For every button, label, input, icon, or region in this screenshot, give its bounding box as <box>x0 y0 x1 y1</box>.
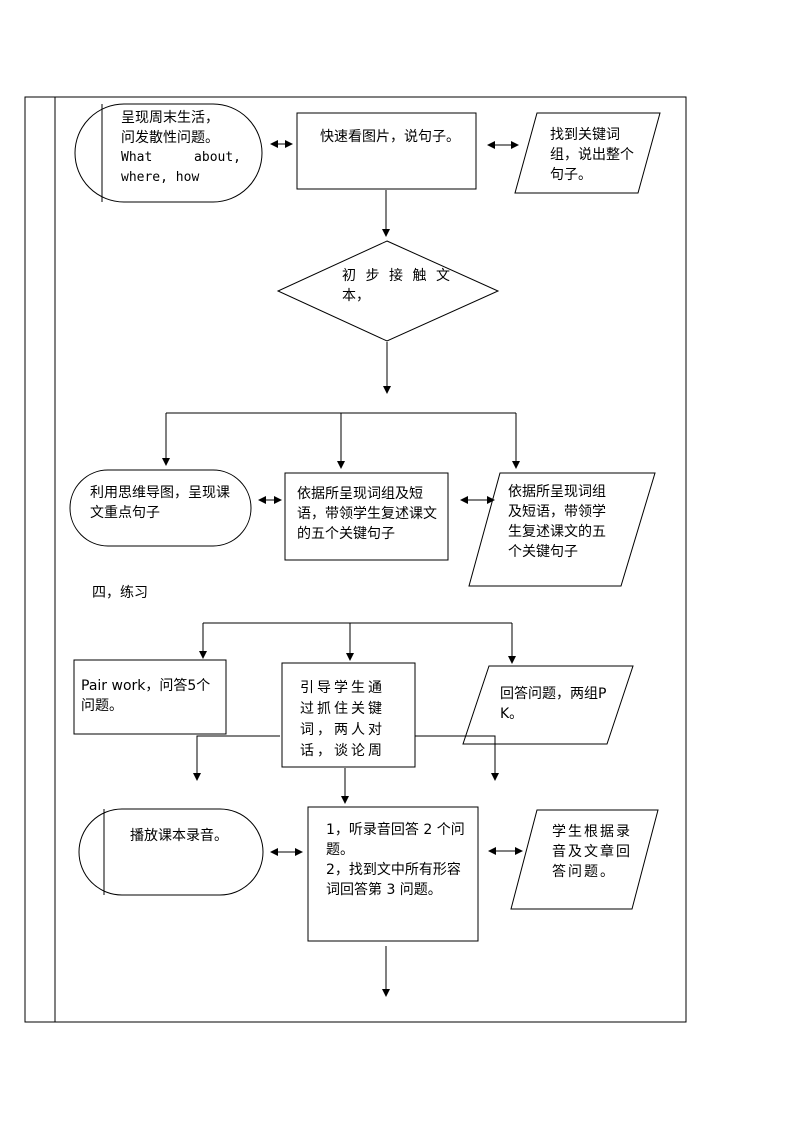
look-pictures-text: 快速看图片，说句子。 <box>320 129 460 145</box>
students-answer-text: 学生根据录音及文章回答问题。 <box>552 824 632 880</box>
pair-work-text: Pair work，问答5个问题。 <box>81 678 211 714</box>
students-answer-parallelogram <box>510 809 659 910</box>
decision-diamond <box>276 240 500 342</box>
guide-students-box <box>281 662 416 768</box>
present-weekend-text: 呈现周末生活， 问发散性问题。 What about, where, how <box>121 108 241 188</box>
listen-answer-line-1: 1，听录音回答 2 个问题。 <box>326 822 465 858</box>
play-recording-shape <box>78 808 264 896</box>
play-recording-text: 播放课本录音。 <box>130 828 228 844</box>
present-weekend-line-1: 呈现周末生活， <box>121 110 219 126</box>
listen-answer-line-2: 2，找到文中所有形容词回答第 3 问题。 <box>326 862 461 898</box>
table-border <box>24 96 687 1023</box>
retell-right-text: 依据所呈现词组及短语，带领学生复述课文的五个关键句子 <box>508 484 606 560</box>
look-pictures-box <box>296 112 477 190</box>
present-weekend-line-4: where, how <box>121 170 200 185</box>
answer-pk-text: 回答问题，两组PK。 <box>500 686 607 722</box>
listen-answer-box <box>307 806 479 942</box>
present-weekend-line-2: 问发散性问题。 <box>121 130 219 146</box>
find-keywords-text: 找到关键词组，说出整个句子。 <box>550 127 634 183</box>
pair-work-box <box>73 659 227 735</box>
mind-map-shape <box>69 469 252 547</box>
retell-center-text: 依据所呈现词组及短语，带领学生复述课文的五个关键句子 <box>297 486 437 542</box>
retell-center-box <box>284 472 449 561</box>
answer-pk-parallelogram <box>462 665 634 745</box>
decision-line-1: 初步接触文 <box>342 268 450 284</box>
find-keywords-parallelogram <box>514 112 661 194</box>
present-weekend-shape <box>74 103 263 203</box>
listen-answer-text: 1，听录音回答 2 个问题。 2，找到文中所有形容词回答第 3 问题。 <box>326 820 466 900</box>
connector-left-down <box>193 735 280 781</box>
guide-students-text: 引导学生通过抓住关键词，两人对话，谈论周 <box>300 680 385 759</box>
present-weekend-line-3: What about, <box>121 150 241 165</box>
connector-right-down <box>415 735 499 781</box>
mind-map-text: 利用思维导图，呈现课文重点句子 <box>90 485 230 521</box>
section-heading: 四，练习 <box>92 585 148 601</box>
decision-line-2: 本， <box>342 288 370 304</box>
decision-text: 初步接触文 本， <box>342 266 450 306</box>
retell-right-parallelogram <box>468 472 656 587</box>
